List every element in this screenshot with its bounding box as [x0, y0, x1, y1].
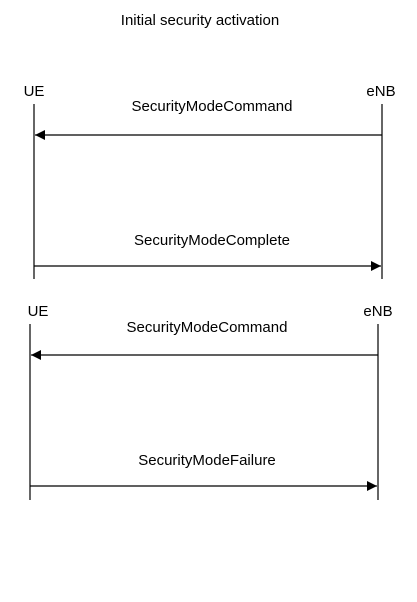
message-label: SecurityModeFailure: [138, 452, 276, 469]
message-label: SecurityModeCommand: [132, 98, 293, 115]
sequence-block-1: UE eNB SecurityModeCommand SecurityModeC…: [24, 83, 396, 279]
message-label: SecurityModeCommand: [127, 319, 288, 336]
left-entity-label: UE: [24, 83, 45, 100]
left-entity-label: UE: [28, 303, 49, 320]
sequence-block-2: UE eNB SecurityModeCommand SecurityModeF…: [28, 303, 393, 500]
message-label: SecurityModeComplete: [134, 232, 290, 249]
right-entity-label: eNB: [366, 83, 395, 100]
diagram-title: Initial security activation: [121, 12, 279, 29]
right-entity-label: eNB: [363, 303, 392, 320]
